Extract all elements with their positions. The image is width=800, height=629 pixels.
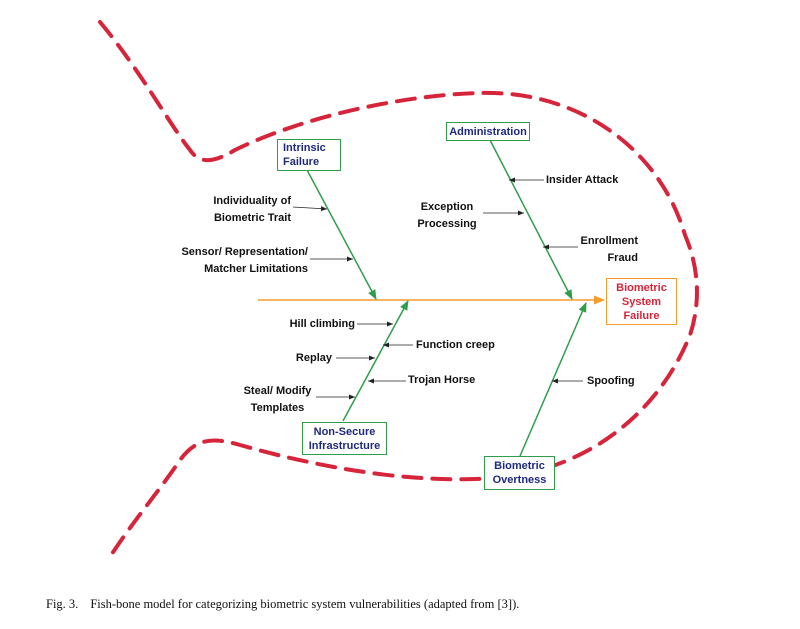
category-non-secure-infrastructure: Non-Secure Infrastructure (302, 422, 387, 455)
cause-sensor-label: Sensor/ Representation/ Matcher Limitati… (181, 246, 308, 275)
cause-hill-climbing-label: Hill climbing (289, 318, 355, 330)
cause-exception-processing-label: Exception Processing (417, 201, 477, 230)
bone-overtness (519, 302, 587, 457)
cause-replay-label: Replay (295, 352, 332, 364)
effect-biometric-system-failure: Biometric System Failure (606, 278, 677, 325)
bone-infrastructure (342, 300, 409, 422)
cause-spoofing-label: Spoofing (587, 375, 635, 387)
cause-enrollment-fraud-label: Enrollment Fraud (580, 235, 638, 264)
figure-number: Fig. 3. (46, 597, 79, 611)
cause-insider-attack-label: Insider Attack (546, 174, 619, 186)
figure-caption: Fig. 3. Fish-bone model for categorizing … (46, 597, 519, 612)
category-administration: Administration (446, 122, 530, 141)
caption-text: Fish-bone model for categorizing biometr… (90, 597, 520, 611)
cause-individuality-label: Individuality of Biometric Trait (213, 195, 291, 224)
cause-function-creep-label: Function creep (416, 339, 495, 351)
cause-arrow-individuality (292, 206, 328, 212)
cause-steal-modify-label: Steal/ Modify Templates (243, 385, 312, 414)
category-intrinsic-failure: Intrinsic Failure (277, 139, 341, 171)
bone-administration (489, 139, 573, 300)
fish-outline-top (98, 20, 699, 562)
category-biometric-overtness: Biometric Overtness (484, 456, 555, 490)
bone-intrinsic (306, 169, 377, 300)
cause-trojan-horse-label: Trojan Horse (408, 374, 476, 386)
